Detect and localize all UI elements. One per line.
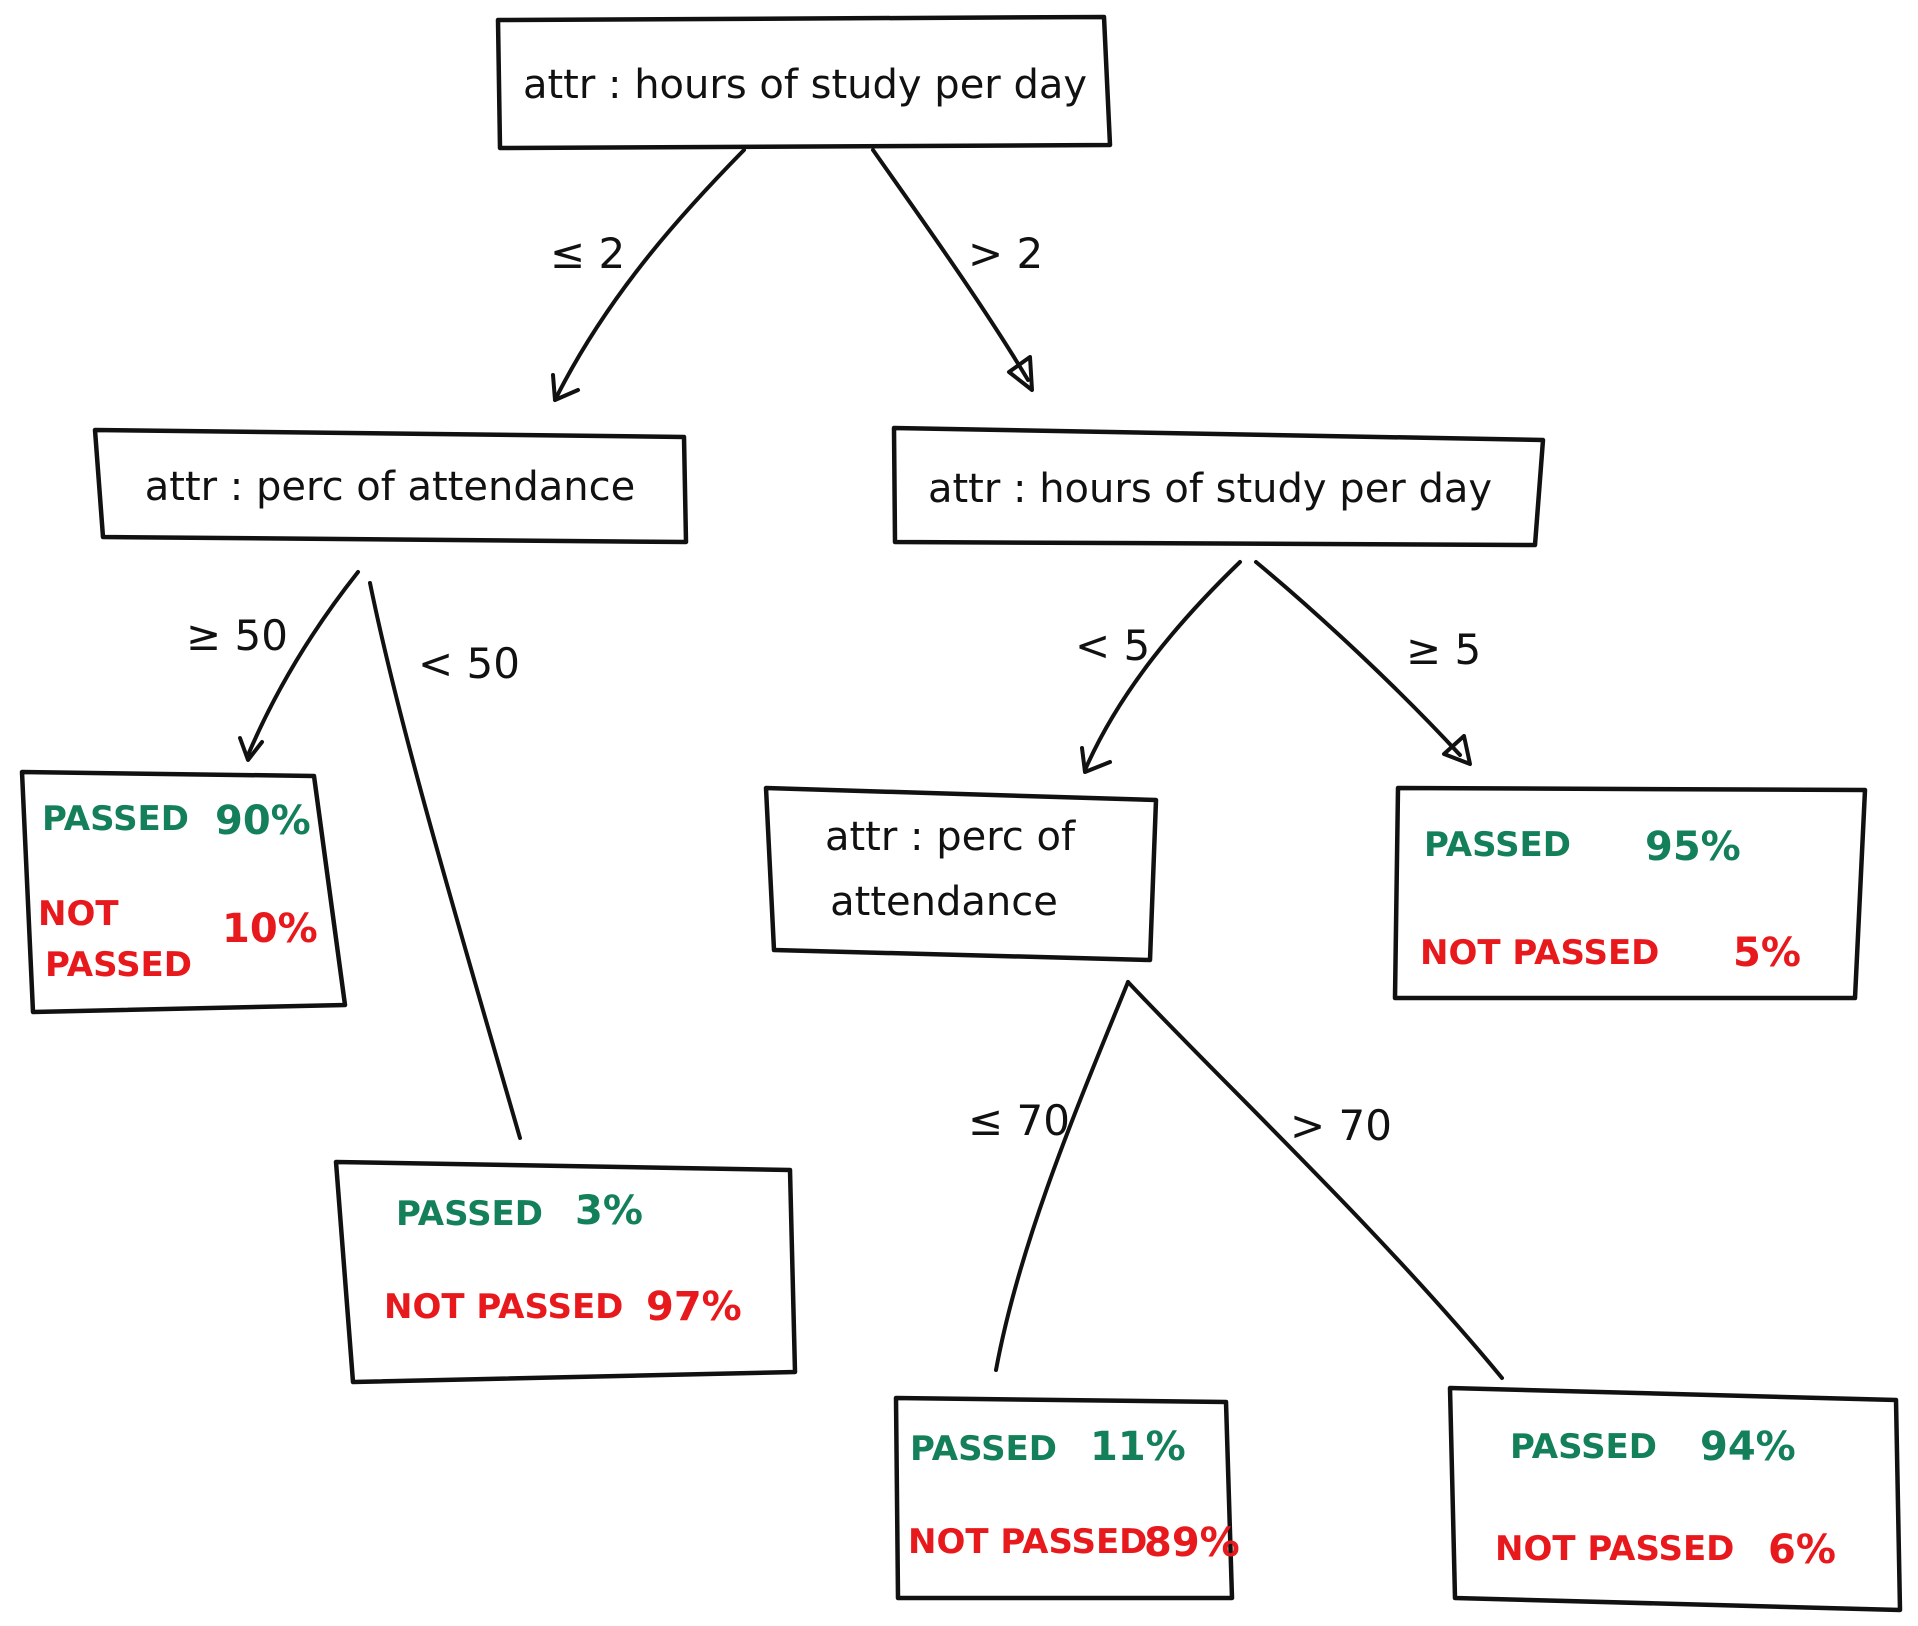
edge-root-left-arrowhead bbox=[551, 373, 580, 402]
edge-label-left-right: < 50 bbox=[418, 639, 520, 688]
leaf-d: PASSED 11% NOT PASSED 89% bbox=[893, 1395, 1240, 1601]
leaf-e: PASSED 94% NOT PASSED 6% bbox=[1447, 1385, 1903, 1613]
edge-right-leafc-arrowhead bbox=[1442, 734, 1472, 766]
leaf-c: PASSED 95% NOT PASSED 5% bbox=[1392, 785, 1868, 1001]
node-right-left-box bbox=[763, 785, 1159, 963]
leaf-a-box bbox=[19, 769, 348, 1015]
edge-label-rl-left: ≤ 70 bbox=[968, 1096, 1070, 1145]
leaf-e-passed-value: 94% bbox=[1700, 1424, 1796, 1470]
leaf-b-not-passed-value: 97% bbox=[646, 1284, 742, 1330]
leaf-a-not-passed-line1: NOT bbox=[38, 894, 119, 934]
edge-labels: ≤ 2 > 2 ≥ 50 < 50 < 5 ≥ 5 ≤ 70 > 70 bbox=[186, 229, 1481, 1150]
edge-label-right-left: < 5 bbox=[1075, 621, 1150, 670]
edge-root-right bbox=[871, 148, 1030, 382]
leaf-d-passed-label: PASSED bbox=[910, 1429, 1057, 1469]
edge-root-right-arrowhead bbox=[1007, 355, 1034, 392]
leaf-a-not-passed-value: 10% bbox=[222, 906, 318, 952]
edge-rl-leafe bbox=[1126, 980, 1504, 1380]
leaf-b-box bbox=[333, 1159, 798, 1385]
node-right-box bbox=[891, 425, 1546, 548]
edge-root-left bbox=[553, 148, 746, 402]
leaf-e-not-passed-value: 6% bbox=[1768, 1527, 1836, 1573]
edge-right-rightleft bbox=[1083, 560, 1242, 772]
leaf-e-passed-label: PASSED bbox=[1510, 1427, 1657, 1467]
edge-label-left-left: ≥ 50 bbox=[186, 611, 288, 660]
leaf-a-passed-label: PASSED bbox=[42, 799, 189, 839]
node-right-left-label-line1: attr : perc of bbox=[825, 814, 1076, 860]
leaf-d-not-passed-value: 89% bbox=[1144, 1520, 1240, 1566]
edge-rl-leafd bbox=[994, 980, 1130, 1372]
leaf-c-box bbox=[1392, 785, 1868, 1001]
leaf-b: PASSED 3% NOT PASSED 97% bbox=[333, 1159, 798, 1385]
leaf-e-box bbox=[1447, 1385, 1903, 1613]
edge-left-leafa-arrowhead bbox=[238, 736, 264, 762]
node-left-box bbox=[92, 427, 689, 545]
edge-label-root-right: > 2 bbox=[968, 229, 1043, 278]
node-right: attr : hours of study per day bbox=[891, 425, 1546, 548]
leaf-b-passed-value: 3% bbox=[575, 1188, 643, 1234]
leaf-b-not-passed-label: NOT PASSED bbox=[384, 1287, 623, 1327]
edge-label-right-right: ≥ 5 bbox=[1406, 625, 1481, 674]
node-root-label: attr : hours of study per day bbox=[523, 62, 1087, 108]
edges bbox=[238, 148, 1504, 1380]
leaf-c-passed-value: 95% bbox=[1645, 824, 1741, 870]
node-right-left: attr : perc of attendance bbox=[763, 785, 1159, 963]
leaf-a-not-passed-line2: PASSED bbox=[45, 945, 192, 985]
edge-right-rightleft-arrowhead bbox=[1080, 746, 1112, 774]
edge-left-leafa bbox=[246, 570, 360, 757]
leaf-b-passed-label: PASSED bbox=[396, 1194, 543, 1234]
node-root-box bbox=[495, 14, 1113, 151]
leaf-c-passed-label: PASSED bbox=[1424, 825, 1571, 865]
node-root: attr : hours of study per day bbox=[495, 14, 1113, 151]
node-right-left-label-line2: attendance bbox=[830, 879, 1058, 925]
leaf-a: PASSED 90% NOT PASSED 10% bbox=[19, 769, 348, 1015]
leaf-d-not-passed-label: NOT PASSED bbox=[908, 1522, 1147, 1562]
edge-label-root-left: ≤ 2 bbox=[550, 229, 625, 278]
leaf-c-not-passed-value: 5% bbox=[1733, 930, 1801, 976]
node-left: attr : perc of attendance bbox=[92, 427, 689, 545]
node-left-label: attr : perc of attendance bbox=[145, 464, 635, 510]
leaf-a-passed-value: 90% bbox=[215, 798, 311, 844]
edge-left-leafb bbox=[368, 581, 522, 1140]
leaf-c-not-passed-label: NOT PASSED bbox=[1420, 933, 1659, 973]
leaf-d-box bbox=[893, 1395, 1235, 1601]
leaf-e-not-passed-label: NOT PASSED bbox=[1495, 1529, 1734, 1569]
node-right-label: attr : hours of study per day bbox=[928, 466, 1492, 512]
leaf-d-passed-value: 11% bbox=[1090, 1424, 1186, 1470]
edge-label-rl-right: > 70 bbox=[1290, 1101, 1392, 1150]
edge-right-leafc bbox=[1254, 560, 1462, 757]
